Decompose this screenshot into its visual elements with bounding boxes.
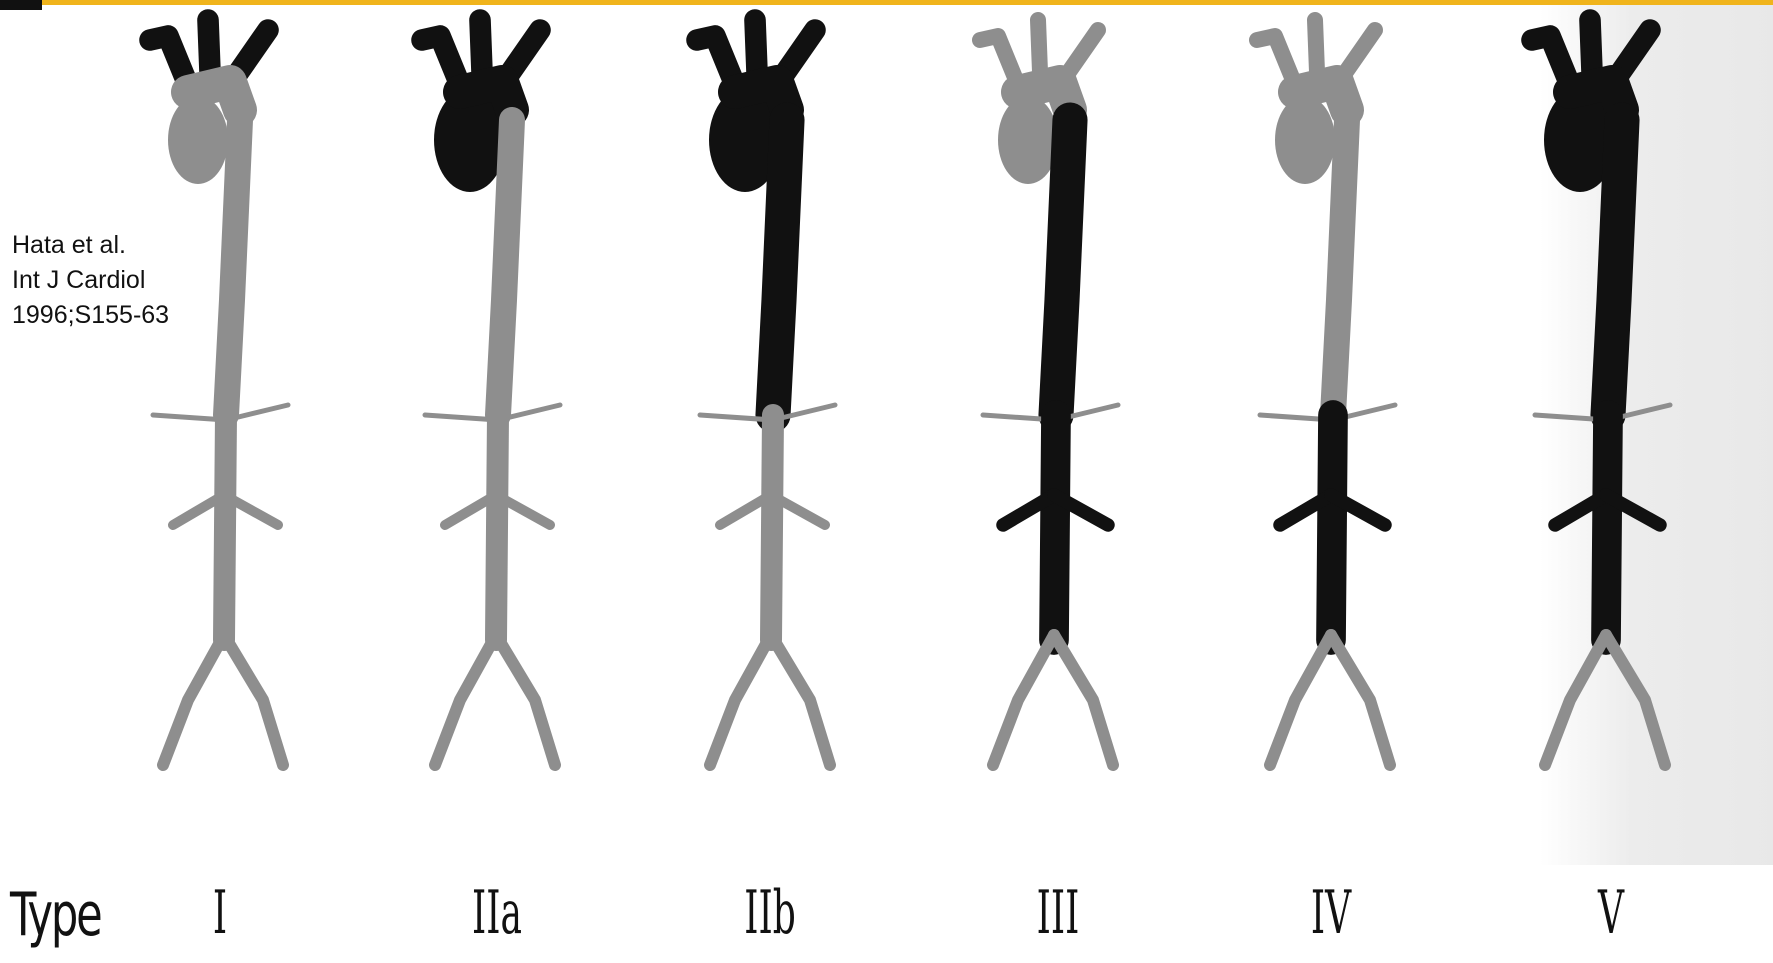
citation-line-1: Hata et al. xyxy=(12,228,169,263)
aorta-1-iliac-left xyxy=(163,635,224,765)
aorta-2-branch-mid xyxy=(480,20,482,72)
aorta-5-iliac-left xyxy=(1270,635,1331,765)
aorta-6-iliac-right xyxy=(1606,635,1665,765)
aorta-3-branch-left xyxy=(697,36,733,80)
aorta-6-iliac-left xyxy=(1545,635,1606,765)
type-caption: Type xyxy=(10,880,101,950)
aorta-2-iliac-right xyxy=(496,635,555,765)
type-label-6: V xyxy=(1598,878,1624,948)
aorta-3-iliac-left xyxy=(710,635,771,765)
aorta-3-abdominal xyxy=(771,415,773,640)
aorta-4-descending xyxy=(1056,120,1070,415)
aorta-1-branch-mid xyxy=(208,20,210,72)
aorta-6-branch-left xyxy=(1532,36,1568,80)
aorta-4-iliac-left xyxy=(993,635,1054,765)
aorta-5-ascending xyxy=(1275,96,1335,184)
aorta-5-abdominal xyxy=(1331,415,1333,640)
aorta-2-descending xyxy=(498,120,512,415)
type-label-5: IV xyxy=(1311,878,1351,948)
aorta-5-iliac-right xyxy=(1331,635,1390,765)
aorta-5-descending xyxy=(1333,120,1347,415)
type-label-1: I xyxy=(213,878,227,948)
type-label-3: IIb xyxy=(744,878,795,948)
aorta-1-ascending xyxy=(168,96,228,184)
aorta-6-abdominal xyxy=(1606,415,1608,640)
aorta-1-iliac-right xyxy=(224,635,283,765)
type-label-4: III xyxy=(1037,878,1080,948)
aorta-4-branch-left xyxy=(980,36,1016,80)
aorta-5-branch-left xyxy=(1257,36,1293,80)
aorta-6-descending xyxy=(1608,120,1622,415)
aorta-1-abdominal xyxy=(224,415,226,640)
aorta-4-branch-mid xyxy=(1038,20,1040,72)
type-label-2: IIa xyxy=(472,878,522,948)
aorta-6-branch-mid xyxy=(1590,20,1592,72)
aorta-2-iliac-left xyxy=(435,635,496,765)
aorta-4-ascending xyxy=(998,96,1058,184)
aorta-2-branch-left xyxy=(422,36,458,80)
aorta-3-descending xyxy=(773,120,787,415)
citation: Hata et al. Int J Cardiol 1996;S155-63 xyxy=(12,228,169,333)
aorta-1-branch-left xyxy=(150,36,186,80)
aorta-2-abdominal xyxy=(496,415,498,640)
aorta-3-branch-mid xyxy=(755,20,757,72)
citation-line-2: Int J Cardiol xyxy=(12,263,169,298)
aorta-3-iliac-right xyxy=(771,635,830,765)
aorta-5-branch-mid xyxy=(1315,20,1317,72)
aorta-1-descending xyxy=(226,120,240,415)
aorta-4-iliac-right xyxy=(1054,635,1113,765)
aorta-4-abdominal xyxy=(1054,415,1056,640)
citation-line-3: 1996;S155-63 xyxy=(12,298,169,333)
